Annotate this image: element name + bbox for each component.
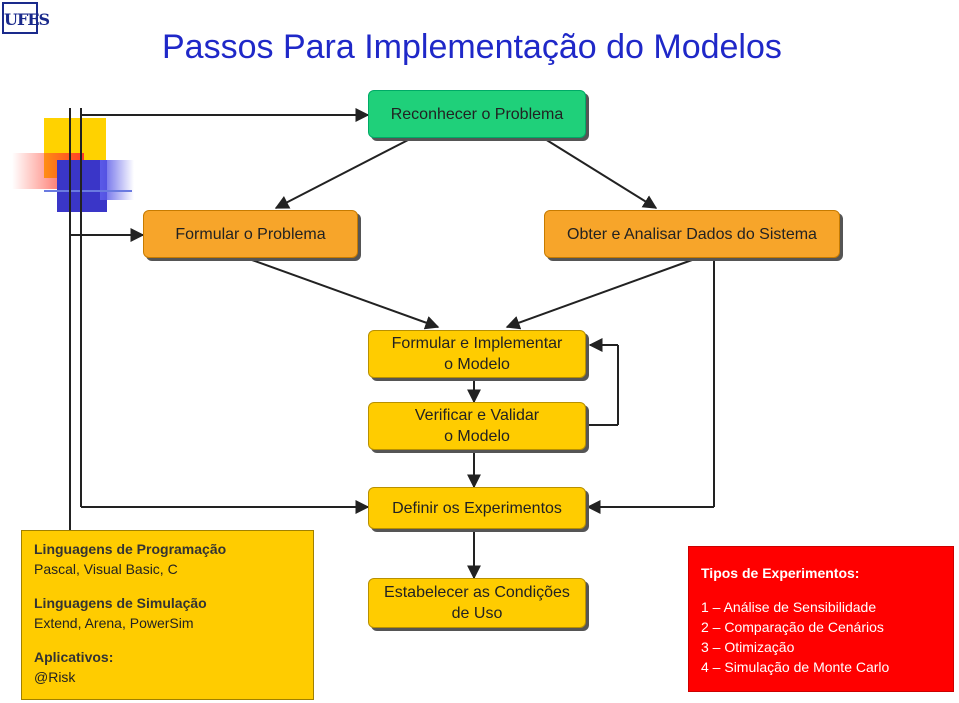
node-definir-experimentos: Definir os Experimentos <box>368 487 586 529</box>
experiment-type-item: 1 – Análise de Sensibilidade <box>701 599 877 615</box>
experiment-types-panel: Tipos de Experimentos: 1 – Análise de Se… <box>688 546 954 692</box>
node-estabelecer-condicoes: Estabelecer as Condições de Uso <box>368 578 586 628</box>
decor-hline <box>44 190 132 192</box>
node-verificar-modelo: Verificar e Validar o Modelo <box>368 402 586 450</box>
decor-blue-gradient <box>100 160 134 200</box>
node-reconhecer-problema: Reconhecer o Problema <box>368 90 586 138</box>
experiment-type-item: 4 – Simulação de Monte Carlo <box>701 659 890 675</box>
node-obter-dados: Obter e Analisar Dados do Sistema <box>544 210 840 258</box>
panel-text-simulacao: Extend, Arena, PowerSim <box>34 615 194 631</box>
experiment-type-item: 2 – Comparação de Cenários <box>701 619 884 635</box>
node-formular-problema: Formular o Problema <box>143 210 358 258</box>
panel-text-programacao: Pascal, Visual Basic, C <box>34 561 178 577</box>
node-formular-modelo: Formular e Implementar o Modelo <box>368 330 586 378</box>
experiment-type-item: 3 – Otimização <box>701 639 795 655</box>
page-title: Passos Para Implementação do Modelos <box>162 28 782 66</box>
panel-text-aplicativos: @Risk <box>34 669 76 685</box>
experiment-types-heading: Tipos de Experimentos: <box>701 565 860 581</box>
panel-heading-simulacao: Linguagens de Simulação <box>34 595 207 611</box>
ufes-logo: UFES <box>2 2 50 34</box>
software-panel: Linguagens de Programação Pascal, Visual… <box>21 530 314 700</box>
panel-heading-programacao: Linguagens de Programação <box>34 541 227 557</box>
panel-heading-aplicativos: Aplicativos: <box>34 649 114 665</box>
